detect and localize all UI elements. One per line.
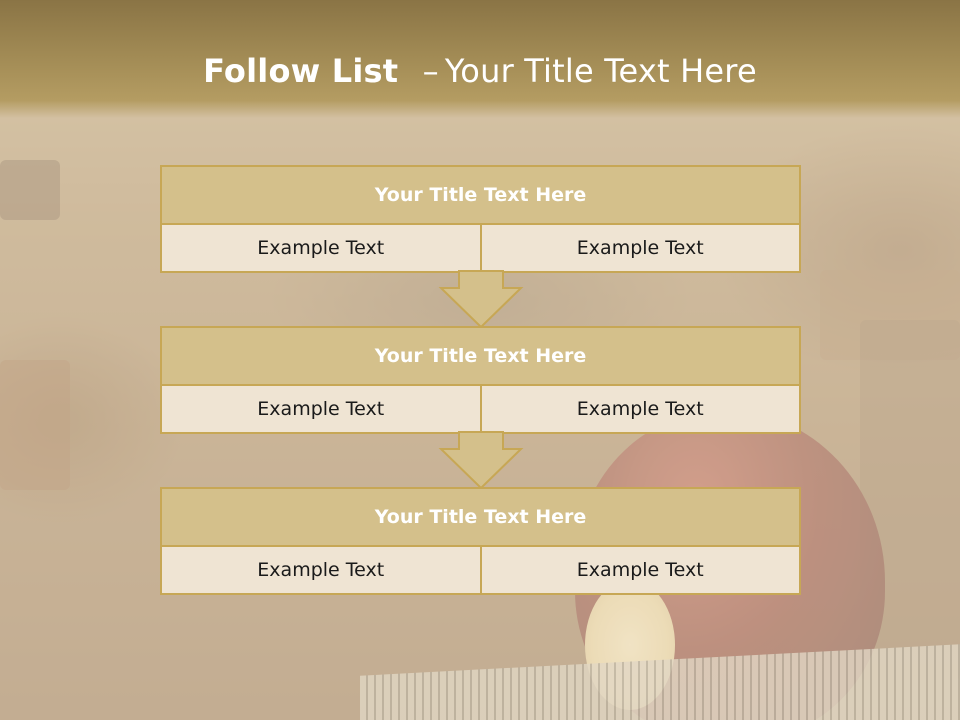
step-right-text: Example Text xyxy=(479,547,799,593)
down-arrow-icon xyxy=(438,270,524,328)
step-block-2: Your Title Text Here Example Text Exampl… xyxy=(160,326,801,434)
title-bold: Follow List xyxy=(203,52,399,90)
step-left-text: Example Text xyxy=(162,386,480,432)
down-arrow-icon xyxy=(438,431,524,489)
step-block-3: Your Title Text Here Example Text Exampl… xyxy=(160,487,801,595)
step-left-text: Example Text xyxy=(162,225,480,271)
step-right-text: Example Text xyxy=(479,386,799,432)
step-right-text: Example Text xyxy=(479,225,799,271)
page-title: Follow List –Your Title Text Here xyxy=(0,52,960,90)
title-rest: Your Title Text Here xyxy=(444,52,757,90)
step-block-1: Your Title Text Here Example Text Exampl… xyxy=(160,165,801,273)
step-left-text: Example Text xyxy=(162,547,480,593)
step-row: Example Text Example Text xyxy=(162,386,799,432)
step-row: Example Text Example Text xyxy=(162,225,799,271)
title-dash: – xyxy=(422,52,439,90)
step-title: Your Title Text Here xyxy=(162,167,799,225)
step-title: Your Title Text Here xyxy=(162,489,799,547)
step-row: Example Text Example Text xyxy=(162,547,799,593)
step-title: Your Title Text Here xyxy=(162,328,799,386)
title-bar: Follow List –Your Title Text Here xyxy=(0,0,960,118)
